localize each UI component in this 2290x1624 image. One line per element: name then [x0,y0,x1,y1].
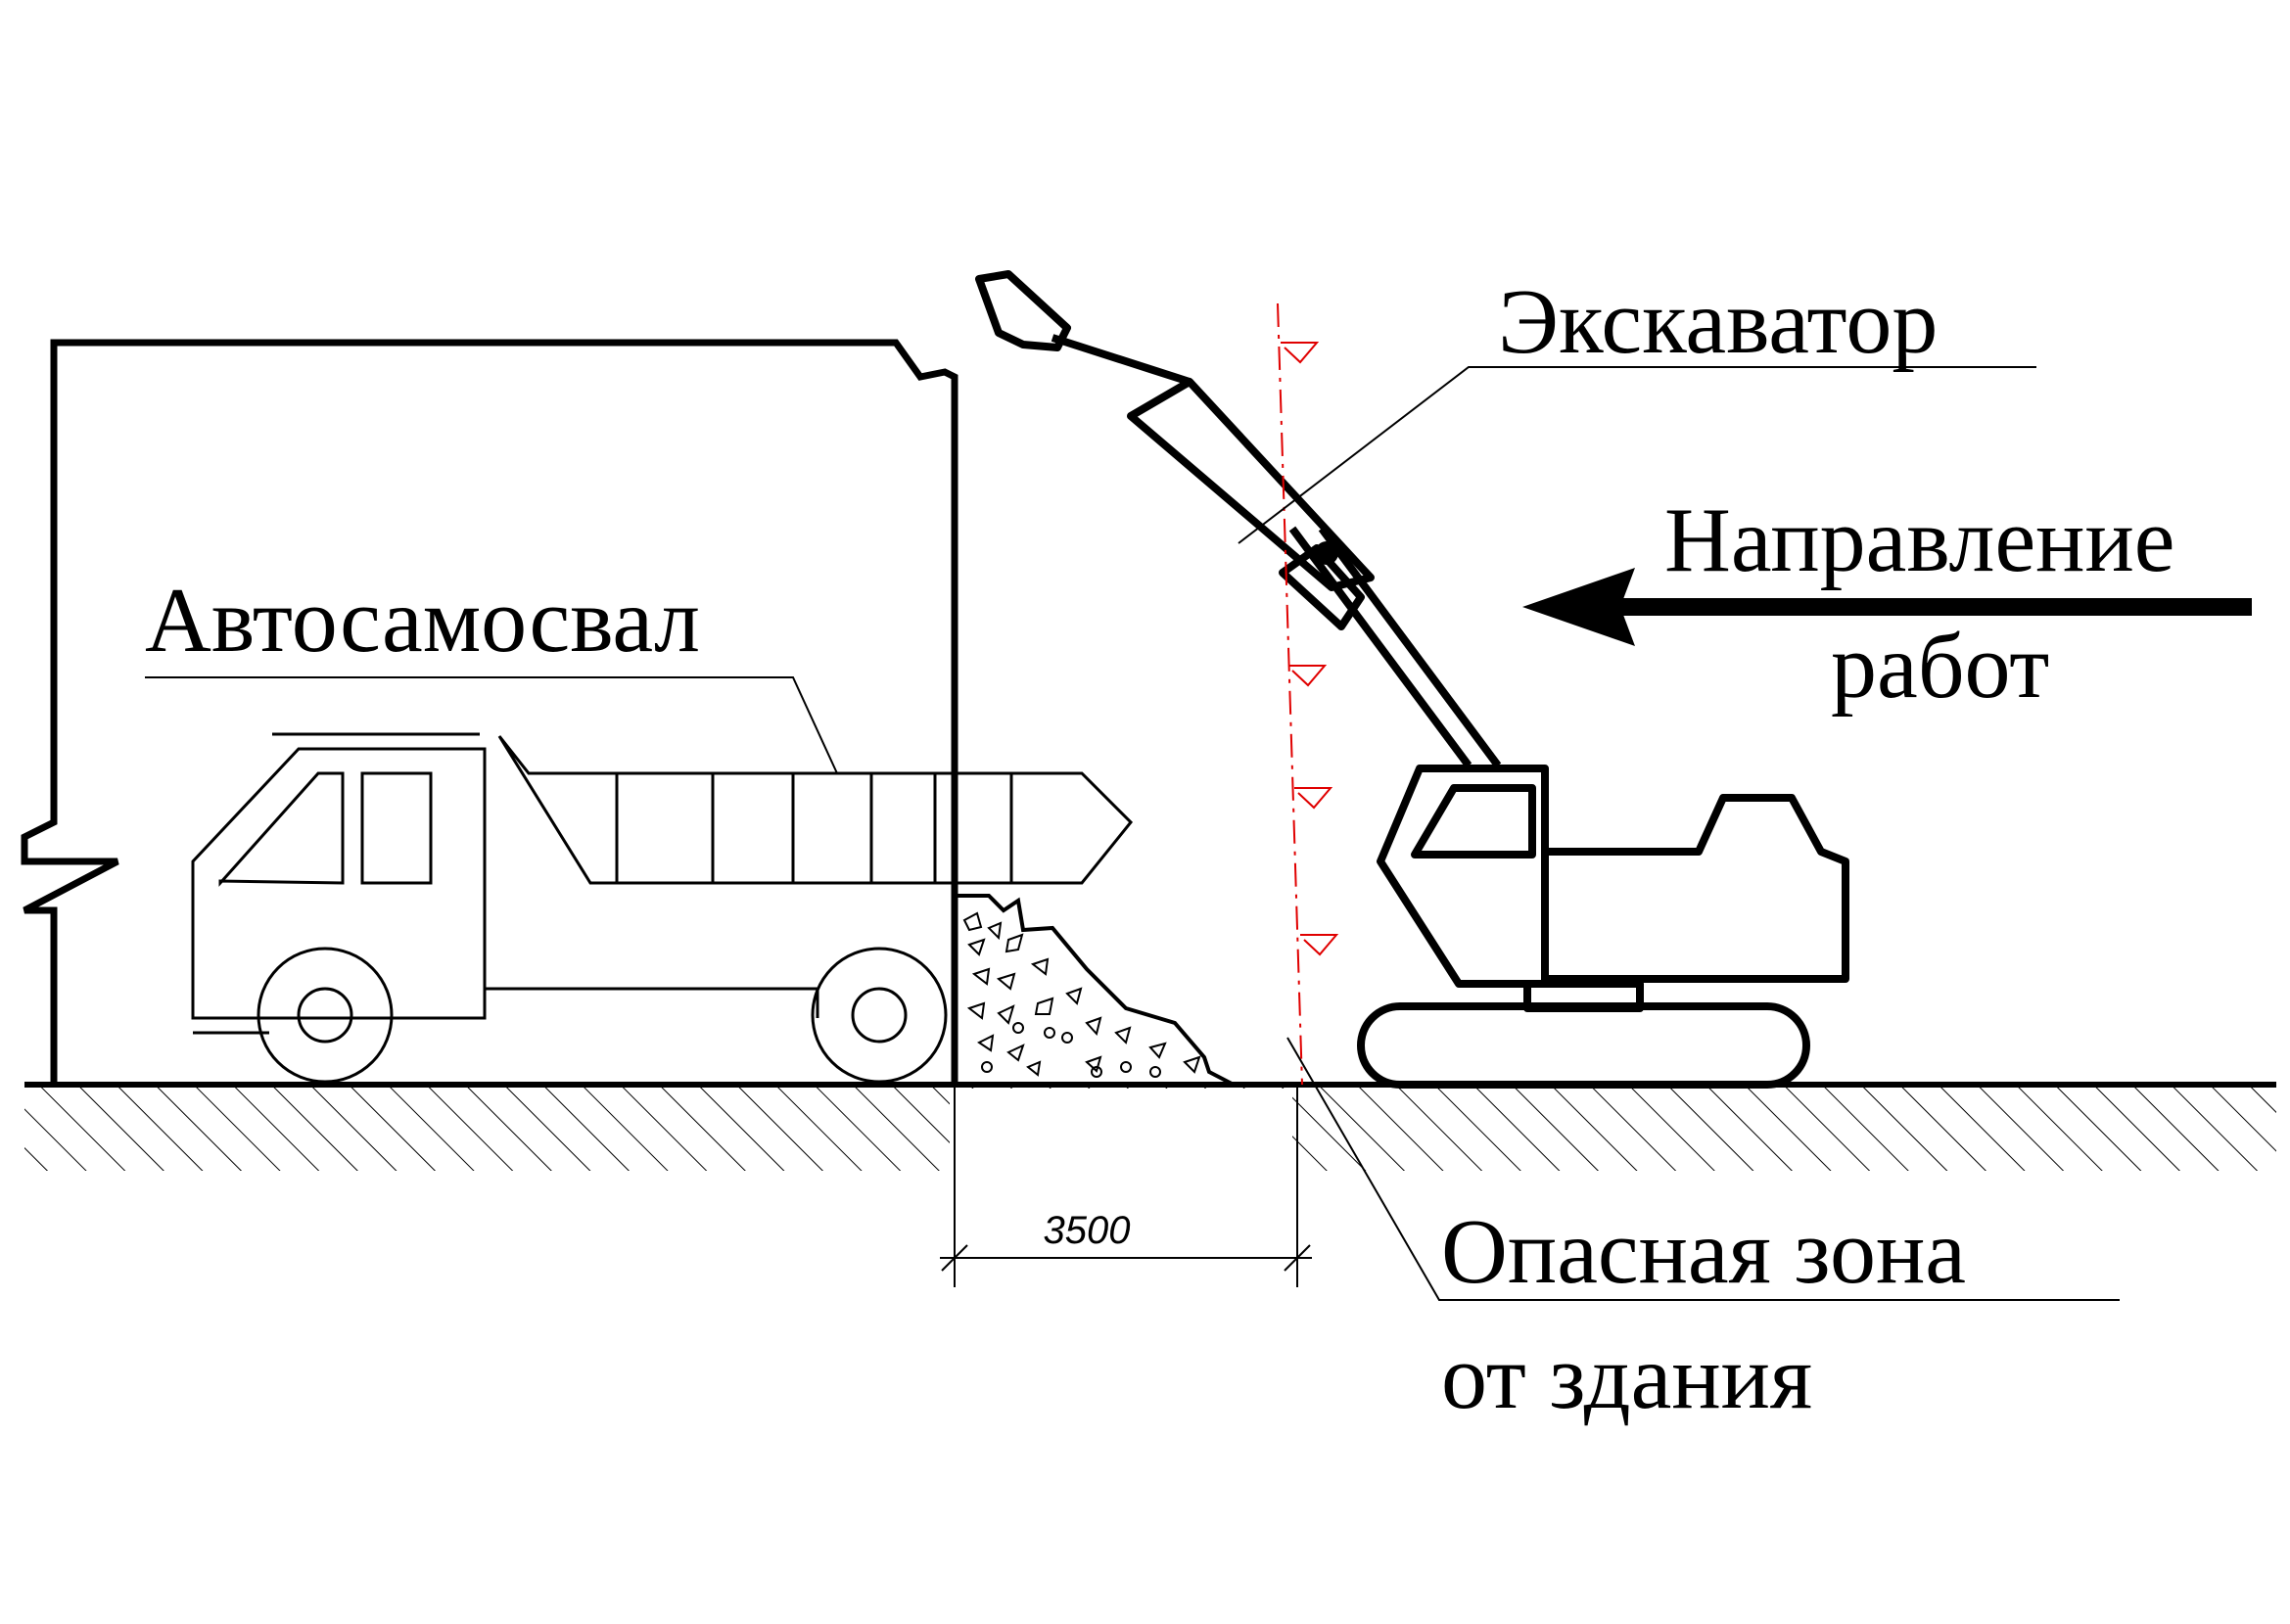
dimension-tick-right [1284,1244,1311,1272]
excavator-turntable [1523,980,1644,1012]
excavator-stick [1051,334,1192,386]
rubble-debris [962,911,1201,1078]
rubble-outline [958,894,1235,1087]
truck-body-ribs [615,773,1013,883]
truck-side-window [360,771,433,885]
truck-front-wheel [257,947,394,1084]
truck-chassis [485,987,819,1018]
leader-lines [145,366,2120,1301]
excavator-label: Экскаватор [1498,271,1938,373]
direction-arrow [1522,568,2252,646]
excavator-leader [1238,366,2036,544]
building [21,339,958,1085]
excavator [975,270,1849,1089]
truck-windshield [218,771,345,887]
excavator-bucket [975,270,1071,351]
excavator-pin [1315,541,1338,565]
danger-zone-flags [1281,342,1339,956]
excavator-boom-right [1318,526,1502,768]
excavator-cab [1377,765,1549,988]
truck-leader [145,676,838,774]
ground [24,1082,2276,1171]
dimension-value: 3500 [1044,1209,1131,1252]
excavator-track [1357,1002,1810,1089]
rubble-pile [958,894,1235,1087]
danger-zone-label-line2: от здания [1441,1326,1812,1428]
truck-label: Автосамосвал [145,570,700,672]
danger-zone-line [1277,302,1303,1086]
truck-cab [191,747,487,1020]
truck-dump-body [497,735,1134,885]
dump-truck [191,732,1134,1084]
danger-zone-marker [1277,302,1339,1086]
dimension-3500: 3500 [940,1085,1312,1287]
excavator-body [1541,794,1849,983]
direction-label-line2: работ [1831,616,2049,718]
excavator-arm [1127,378,1375,591]
excavator-boom-left [1288,526,1472,768]
direction-label-line1: Направление [1664,489,2175,591]
dimension-tick-left [941,1244,968,1272]
direction-arrow-head [1522,568,1635,646]
excavator-cab-window [1411,784,1536,858]
truck-rear-hub [851,987,908,1044]
excavator-arm-joint [1279,544,1365,630]
ground-gap [950,1089,1292,1171]
building-outline [21,339,958,1085]
danger-zone-label-line1: Опасная зона [1441,1201,1966,1303]
danger-zone-leader [1286,1037,2120,1301]
truck-rear-wheel [811,947,948,1084]
truck-front-hub [297,987,353,1044]
